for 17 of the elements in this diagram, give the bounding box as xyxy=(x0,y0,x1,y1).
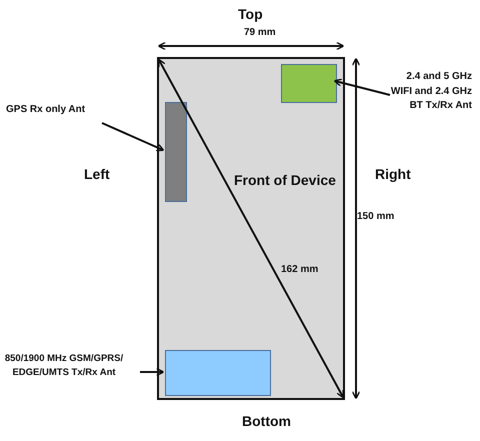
dimension-value: 162 mm xyxy=(281,264,318,275)
antenna-block xyxy=(165,102,187,202)
dimension-value: 150 mm xyxy=(357,211,394,222)
arrow xyxy=(102,122,164,152)
device-label: Front of Device xyxy=(234,172,336,188)
antenna-block xyxy=(165,350,271,396)
antenna-label: GPS Rx only Ant xyxy=(6,103,102,119)
arrow xyxy=(140,368,164,376)
side-label: Bottom xyxy=(242,413,291,429)
antenna-block xyxy=(281,64,337,103)
dimension-value: 79 mm xyxy=(244,27,276,38)
side-label: Top xyxy=(238,6,263,22)
antenna-label: 2.4 and 5 GHz WIFI and 2.4 GHz BT Tx/Rx Ant xyxy=(384,70,472,132)
antenna-label: 850/1900 MHz GSM/GPRS/ EDGE/UMTS Tx/Rx Ant xyxy=(2,352,126,396)
side-label: Left xyxy=(84,166,110,182)
side-label: Right xyxy=(375,166,411,182)
arrow xyxy=(334,78,390,96)
